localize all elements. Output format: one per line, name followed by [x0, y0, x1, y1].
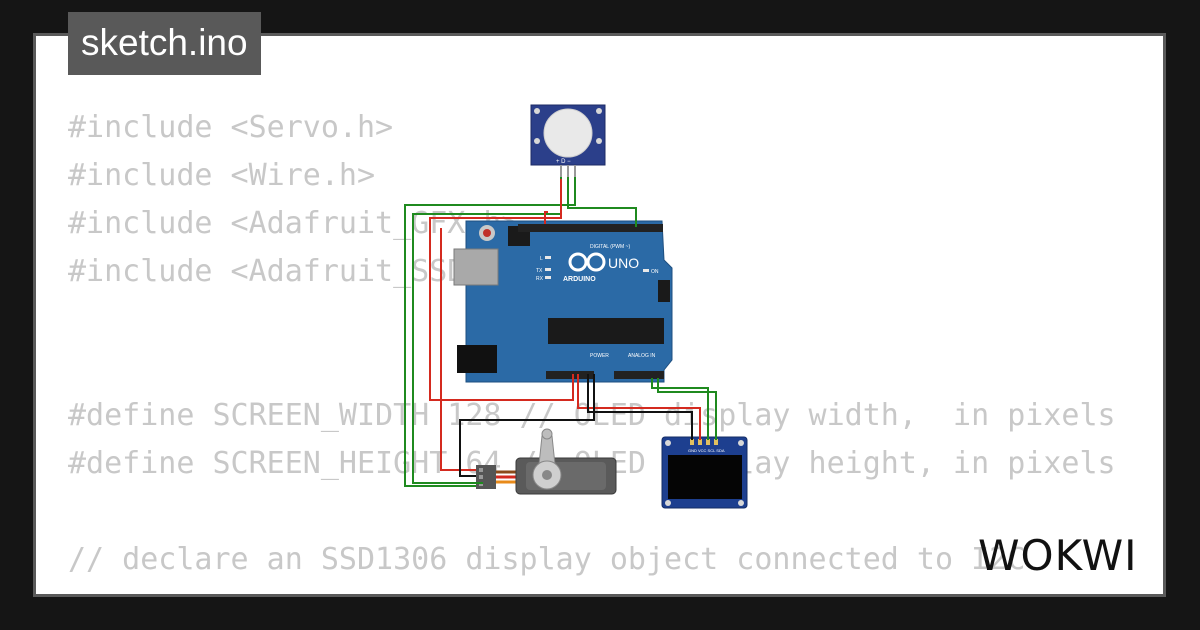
led-l-label: L [540, 256, 543, 262]
arduino-uno-board: UNO ARDUINO DIGITAL (PWM ~) POWER ANALOG… [453, 220, 673, 383]
file-tab[interactable]: sketch.ino [68, 12, 261, 75]
oled-pin-labels: GND VCC SCL SDA [688, 448, 725, 453]
pir-dome-icon [543, 108, 593, 158]
wire [544, 211, 548, 224]
wokwi-logo-text: WOKWI [978, 531, 1138, 578]
usb-port [453, 248, 499, 286]
code-line: #define SCREEN_WIDTH 128 // OLED display… [68, 398, 1116, 433]
code-editor: #include <Servo.h>#include <Wire.h>#incl… [68, 104, 1163, 594]
analog-header [614, 371, 664, 379]
wire [587, 374, 693, 440]
wire [657, 378, 717, 440]
power-jack [457, 345, 497, 373]
led-on-label: ON [651, 269, 659, 275]
wire [440, 228, 476, 471]
oled-screen [668, 455, 742, 499]
wokwi-logo: WOKWI [978, 531, 1138, 578]
icsp-header-2 [658, 280, 670, 302]
digital-header [518, 224, 663, 232]
code-line: #define SCREEN_HEIGHT 64 // OLED display… [68, 446, 1116, 481]
board-model: UNO [608, 255, 639, 271]
code-line: Adafruit_SSD1306 oled(SCREEN_WIDTH, SCRE… [68, 584, 1163, 594]
wire [651, 378, 709, 440]
power-label: POWER [590, 353, 609, 359]
wire [404, 177, 576, 487]
wire [577, 374, 701, 440]
pir-pin-labels: + D − [556, 159, 571, 165]
wire [459, 374, 595, 477]
code-line: #include <Wire.h> [68, 158, 376, 193]
analog-label: ANALOG IN [628, 353, 656, 359]
wire [429, 179, 574, 401]
led-tx-label: TX [536, 268, 543, 274]
digital-label: DIGITAL (PWM ~) [590, 244, 630, 250]
arduino-logo-icon [568, 252, 606, 272]
pir-sensor: + D − [530, 104, 606, 177]
led-rx-label: RX [536, 276, 544, 282]
code-line: // declare an SSD1306 display object con… [68, 542, 1026, 577]
atmega-chip [548, 318, 664, 344]
oled-display: GND VCC SCL SDA [661, 436, 748, 509]
board-brand: ARDUINO [563, 276, 596, 283]
code-line: #include <Servo.h> [68, 110, 394, 145]
servo-motor [476, 428, 617, 495]
wires [404, 177, 717, 487]
power-header [546, 371, 594, 379]
wire [567, 177, 637, 227]
